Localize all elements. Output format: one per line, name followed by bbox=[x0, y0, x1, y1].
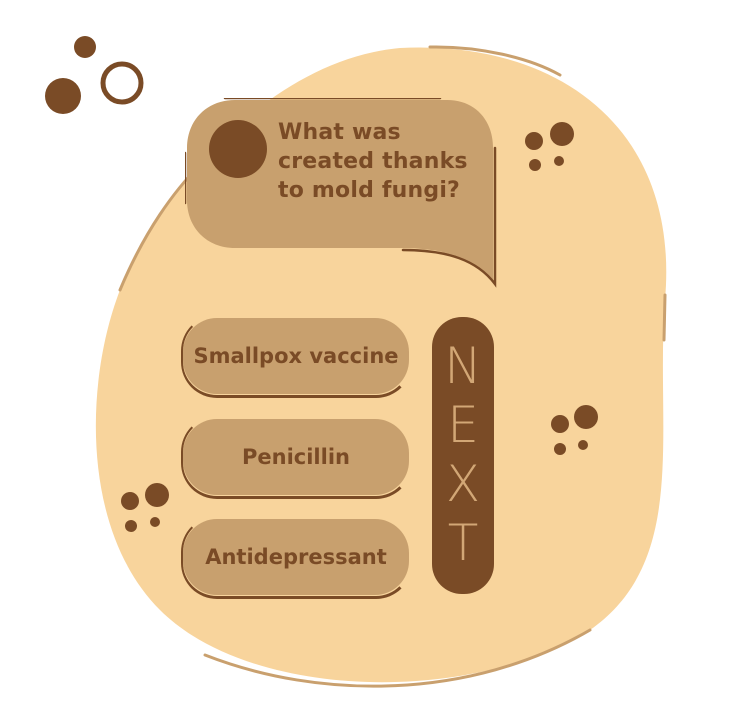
dot-icon bbox=[125, 520, 137, 532]
question-bubble: What was created thanks to mold fungi? bbox=[185, 98, 497, 288]
dot-icon bbox=[74, 36, 96, 58]
answer-option-antidepressant[interactable]: Antidepressant bbox=[181, 516, 412, 599]
answer-option-penicillin[interactable]: Penicillin bbox=[181, 416, 412, 499]
dot-icon bbox=[525, 132, 543, 150]
dot-icon bbox=[550, 122, 574, 146]
option-background bbox=[183, 318, 409, 394]
option-background bbox=[183, 519, 409, 595]
dot-icon bbox=[145, 483, 169, 507]
blob-outline-top bbox=[428, 45, 562, 77]
dot-icon bbox=[45, 78, 81, 114]
next-button-label: N E X T bbox=[432, 337, 494, 573]
next-button[interactable]: N E X T bbox=[432, 317, 494, 594]
dot-icon bbox=[574, 405, 598, 429]
ring-icon bbox=[100, 61, 144, 105]
dot-icon bbox=[578, 440, 588, 450]
dot-icon bbox=[121, 492, 139, 510]
option-label: Penicillin bbox=[242, 445, 350, 469]
dot-icon bbox=[529, 159, 541, 171]
dot-icon bbox=[554, 156, 564, 166]
next-letter: X bbox=[445, 455, 481, 513]
blob-outline-right bbox=[662, 293, 667, 342]
avatar-circle-icon bbox=[209, 120, 267, 178]
option-label: Smallpox vaccine bbox=[193, 344, 399, 368]
bubble-outline-tail bbox=[401, 146, 497, 288]
next-letter: E bbox=[447, 396, 479, 454]
question-text: What was created thanks to mold fungi? bbox=[278, 120, 468, 203]
dot-icon bbox=[551, 415, 569, 433]
dot-icon bbox=[150, 517, 160, 527]
next-letter: T bbox=[447, 514, 479, 572]
blob-outline-bottom bbox=[203, 628, 592, 688]
option-background bbox=[183, 419, 409, 495]
option-label: Antidepressant bbox=[205, 545, 387, 569]
next-letter: N bbox=[444, 337, 482, 395]
dot-icon bbox=[554, 443, 566, 455]
answer-option-smallpox-vaccine[interactable]: Smallpox vaccine bbox=[181, 315, 412, 398]
